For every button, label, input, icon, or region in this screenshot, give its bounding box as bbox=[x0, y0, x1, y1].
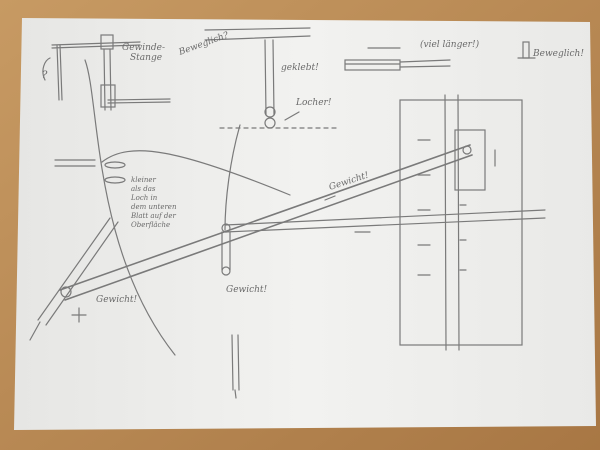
note-threaded-rod-2: Stange bbox=[130, 53, 162, 63]
note-question: ? bbox=[42, 70, 48, 81]
note-movable: Beweglich! bbox=[532, 49, 584, 59]
note-line: Oberfläche bbox=[131, 221, 170, 229]
note-glued: geklebt! bbox=[281, 63, 319, 73]
note-much-longer: (viel länger!) bbox=[420, 39, 480, 50]
paper-sheet bbox=[14, 18, 596, 430]
note-line: als das bbox=[131, 185, 156, 193]
note-holes: Locher! bbox=[295, 98, 332, 108]
note-line: kleiner bbox=[131, 176, 157, 184]
note-line: Blatt auf der bbox=[130, 212, 177, 220]
note-line: dem unteren bbox=[131, 203, 177, 211]
note-threaded-rod-1: Gewinde- bbox=[122, 43, 165, 53]
note-line: Loch in bbox=[130, 194, 158, 202]
note-smaller-than-hole: kleiner als das Loch in dem unteren Blat… bbox=[130, 176, 177, 229]
pencil-drawing bbox=[29, 27, 546, 399]
note-weight-left: Gewicht! bbox=[96, 295, 138, 305]
note-weight-mid: Gewicht! bbox=[226, 285, 268, 295]
